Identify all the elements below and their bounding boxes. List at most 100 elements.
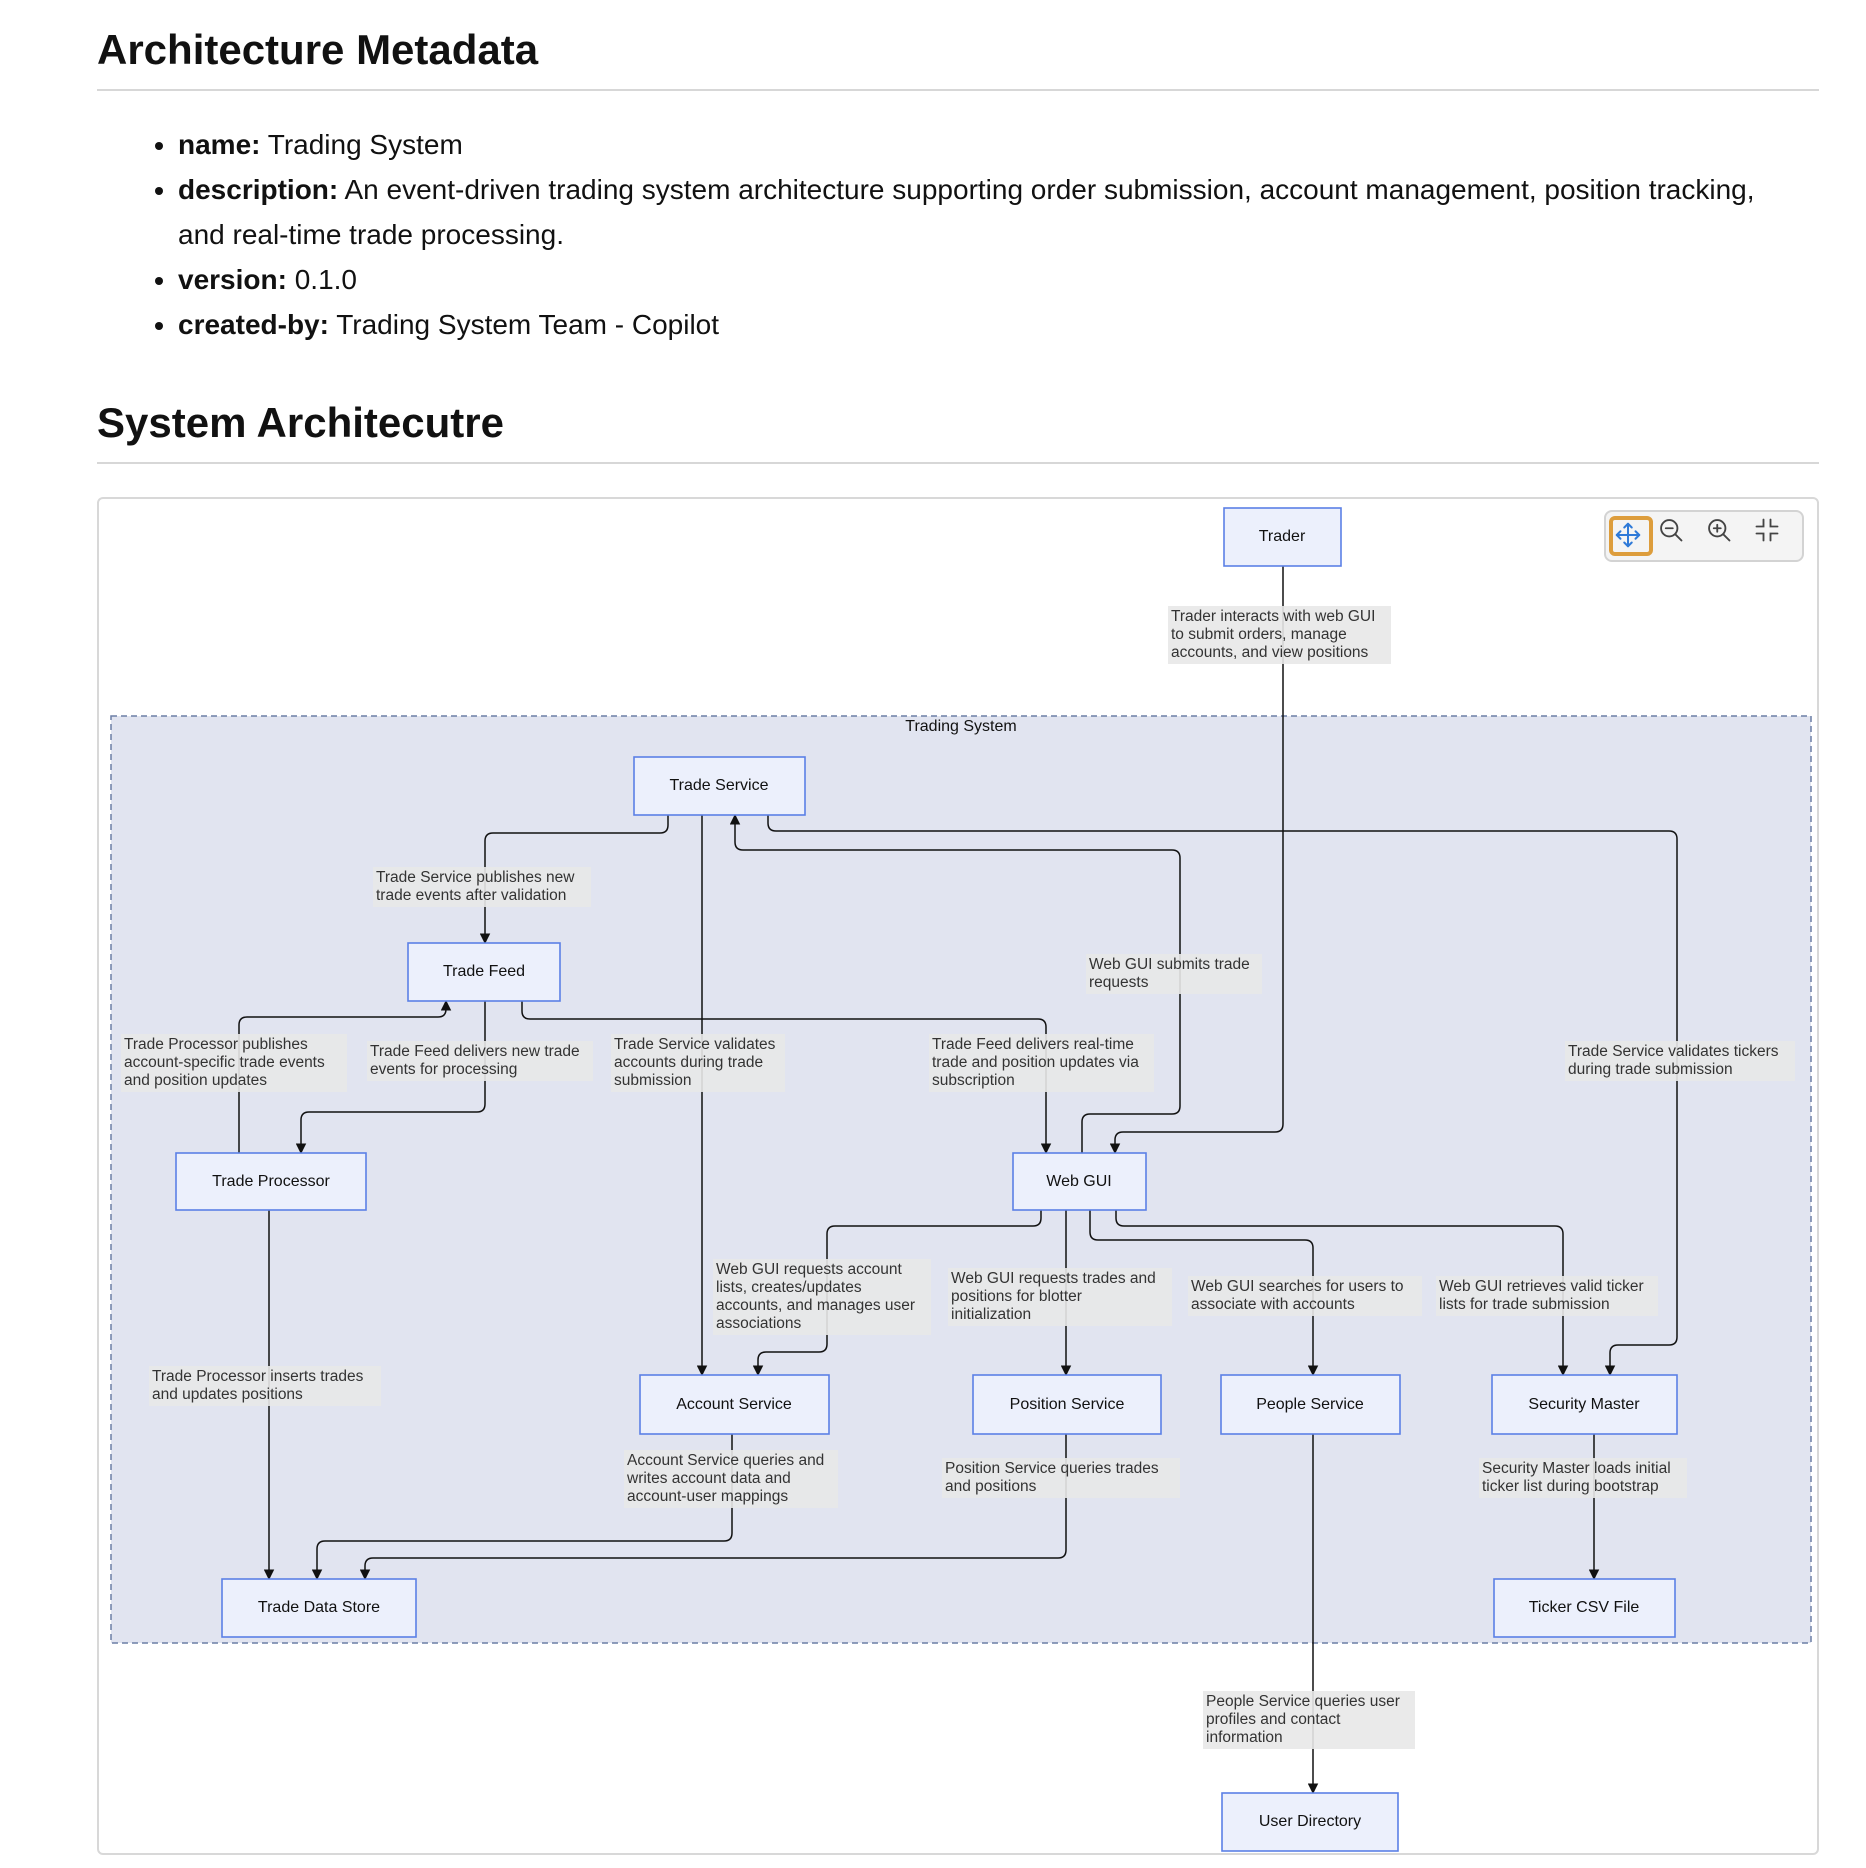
edge-label-line: Web GUI searches for users to bbox=[1191, 1278, 1404, 1295]
edge-label-line: accounts, and view positions bbox=[1171, 644, 1369, 661]
edge-label-line: and updates positions bbox=[152, 1386, 303, 1403]
node-trade-processor[interactable]: Trade Processor bbox=[175, 1152, 367, 1211]
zoom-in-button[interactable] bbox=[1705, 516, 1749, 556]
edge-label-line: Trade Service validates bbox=[614, 1036, 776, 1053]
heading-divider bbox=[97, 462, 1819, 464]
node-security-master[interactable]: Security Master bbox=[1491, 1374, 1678, 1435]
edge-label-line: Position Service queries trades bbox=[945, 1460, 1159, 1477]
node-label: Ticker CSV File bbox=[1529, 1599, 1640, 1616]
edge-label-line: submission bbox=[614, 1072, 692, 1089]
edge-label-background bbox=[373, 867, 591, 907]
edge-label-background bbox=[1203, 1691, 1415, 1749]
edge-label-background bbox=[611, 1034, 785, 1092]
edge-label-line: initialization bbox=[951, 1306, 1031, 1323]
edge-label-line: account-specific trade events bbox=[124, 1054, 325, 1071]
node-trader[interactable]: Trader bbox=[1223, 507, 1342, 567]
edge-label-line: to submit orders, manage bbox=[1171, 626, 1347, 643]
edge-label-line: account-user mappings bbox=[627, 1488, 788, 1505]
edge-tradeprocessor-tradefeed bbox=[238, 999, 452, 1153]
zoom-out-icon bbox=[1660, 519, 1683, 542]
node-label: Account Service bbox=[676, 1396, 792, 1413]
architecture-diagram[interactable]: Trading System Trader interacts with web… bbox=[97, 497, 1819, 1855]
edge-label-line: ticker list during bootstrap bbox=[1482, 1478, 1659, 1495]
edge-label-line: People Service queries user bbox=[1206, 1693, 1400, 1710]
node-trade-data-store[interactable]: Trade Data Store bbox=[221, 1578, 417, 1638]
zoom-in-icon bbox=[1708, 519, 1731, 542]
edge-label-line: accounts, and manages user bbox=[716, 1297, 915, 1314]
edge-label-line: Trade Feed delivers new trade bbox=[370, 1043, 580, 1060]
fit-view-button[interactable] bbox=[1609, 516, 1653, 556]
node-position-service[interactable]: Position Service bbox=[972, 1374, 1162, 1435]
node-label: Trade Processor bbox=[212, 1173, 330, 1190]
edge-label-line: and positions bbox=[945, 1478, 1037, 1495]
edge-label-line: events for processing bbox=[370, 1061, 517, 1078]
metadata-key: description: bbox=[178, 174, 339, 205]
edge-webgui-securitymaster bbox=[1115, 1210, 1569, 1377]
edge-label-line: and position updates bbox=[124, 1072, 267, 1089]
heading-divider bbox=[97, 89, 1819, 91]
edge-tradefeed-webgui bbox=[521, 1001, 1052, 1155]
zoom-out-button[interactable] bbox=[1657, 516, 1701, 556]
edge-label-line: Web GUI requests account bbox=[716, 1261, 902, 1278]
edge-label-line: subscription bbox=[932, 1072, 1015, 1089]
node-people-service[interactable]: People Service bbox=[1220, 1374, 1401, 1435]
group-label: Trading System bbox=[905, 718, 1016, 735]
edge-trader-webgui bbox=[1109, 566, 1284, 1155]
edge-label-line: Trade Feed delivers real-time bbox=[932, 1036, 1134, 1053]
edge-label-line: trade and position updates via bbox=[932, 1054, 1139, 1071]
node-trade-feed[interactable]: Trade Feed bbox=[407, 942, 561, 1002]
edge-label-line: Security Master loads initial bbox=[1482, 1460, 1671, 1477]
metadata-item-name: name: Trading System bbox=[178, 122, 1778, 167]
edge-label-line: associations bbox=[716, 1315, 802, 1332]
edge-label-background bbox=[121, 1034, 347, 1092]
edge-label-line: profiles and contact bbox=[1206, 1711, 1341, 1728]
node-label: Web GUI bbox=[1046, 1173, 1112, 1190]
edge-label-background bbox=[1188, 1276, 1422, 1316]
edge-label-background bbox=[367, 1041, 593, 1081]
edge-label-background bbox=[1565, 1041, 1795, 1081]
metadata-list: name: Trading System description: An eve… bbox=[150, 122, 1778, 347]
edge-label-line: Trade Processor publishes bbox=[124, 1036, 308, 1053]
edge-label-line: Web GUI submits trade bbox=[1089, 956, 1250, 973]
metadata-item-created-by: created-by: Trading System Team - Copilo… bbox=[178, 302, 1778, 347]
edge-label-line: Trader interacts with web GUI bbox=[1171, 608, 1375, 625]
metadata-key: created-by: bbox=[178, 309, 329, 340]
node-label: Trade Service bbox=[670, 777, 769, 794]
node-web-gui[interactable]: Web GUI bbox=[1012, 1152, 1147, 1211]
edge-webgui-peopleservice bbox=[1089, 1210, 1319, 1377]
node-ticker-csv-file[interactable]: Ticker CSV File bbox=[1493, 1578, 1676, 1638]
edge-tradeservice-tradefeed bbox=[479, 815, 669, 945]
edge-label-line: Trade Service publishes new bbox=[376, 869, 575, 886]
diagram-canvas: Trading System Trader interacts with web… bbox=[110, 507, 1812, 1852]
metadata-value: 0.1.0 bbox=[294, 264, 357, 295]
node-account-service[interactable]: Account Service bbox=[639, 1374, 830, 1435]
architecture-heading: System Architecutre bbox=[97, 399, 504, 446]
edge-label-background bbox=[713, 1259, 931, 1335]
edge-label-line: information bbox=[1206, 1729, 1283, 1746]
metadata-heading: Architecture Metadata bbox=[97, 26, 539, 73]
node-label: Trader bbox=[1259, 528, 1306, 545]
edge-label-background bbox=[1168, 606, 1391, 664]
metadata-value: Trading System bbox=[267, 129, 463, 160]
edge-positionservice-tradedatastore bbox=[359, 1434, 1067, 1581]
edge-label-line: positions for blotter bbox=[951, 1288, 1082, 1305]
move-arrows-icon bbox=[1615, 522, 1641, 548]
collapse-button[interactable] bbox=[1753, 516, 1797, 556]
node-label: Trade Feed bbox=[443, 963, 525, 980]
metadata-key: version: bbox=[178, 264, 287, 295]
node-user-directory[interactable]: User Directory bbox=[1221, 1792, 1399, 1852]
edge-label-line: Account Service queries and bbox=[627, 1452, 824, 1469]
node-trade-service[interactable]: Trade Service bbox=[633, 756, 806, 816]
